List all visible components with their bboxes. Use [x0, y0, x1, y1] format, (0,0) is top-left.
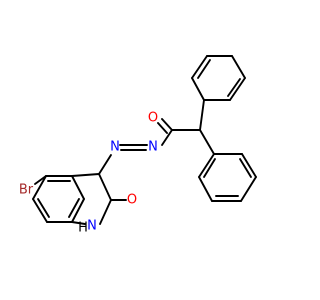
bromine-link-bond [34, 175, 47, 185]
lower-phenyl-ring [198, 153, 257, 202]
ring-nitrogen-hydrogen-label: H [78, 221, 88, 236]
carbonyl-group [157, 118, 173, 146]
ring-nitrogen-label: N [87, 219, 97, 234]
indole-benzene-ring [32, 175, 85, 223]
upper-phenyl-ring [191, 55, 246, 101]
diphenylmethyl-carbon [171, 99, 215, 155]
bromine-label: Br [19, 183, 34, 198]
azo-n-upper-label: N [148, 140, 158, 155]
molecule-structure: O N N Br O N H [19, 55, 257, 236]
hydroxyl-oxygen-label: O [127, 193, 137, 208]
azo-n-lower-label: N [110, 140, 120, 155]
carbonyl-oxygen-label: O [148, 111, 158, 126]
azo-linkage [98, 144, 148, 175]
indole-five-membered-ring [71, 173, 112, 225]
molecule-diagram: O N N Br O N H [19, 55, 257, 236]
